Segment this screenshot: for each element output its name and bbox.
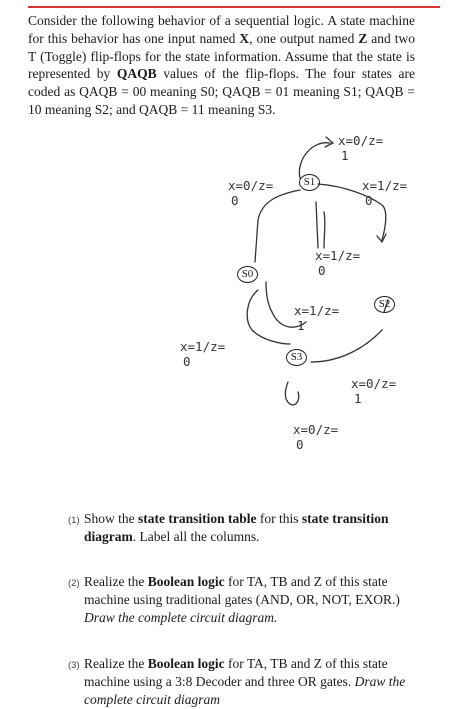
q1-bold-1: state transition table — [138, 511, 257, 526]
label-s3-bottom-line2: 0 — [296, 437, 304, 452]
label-s1-left-line1: x=0/z= — [228, 178, 274, 193]
q1-text-a: Show the — [84, 511, 138, 526]
q3-text-b: for TA, TB and Z of this state machine u… — [84, 656, 388, 689]
label-mid-line2: 0 — [318, 263, 326, 278]
label-s0-to-s2-line2: 1 — [297, 318, 305, 333]
s1-self-loop-arrow — [324, 136, 335, 148]
label-s1-self: x=0/z= 1 — [338, 133, 383, 163]
question-2-number: (2) — [68, 578, 80, 589]
q1-bold-2: state transition diagram — [84, 511, 389, 544]
state-vars: QAQB — [116, 66, 157, 82]
label-s0-left-line2: 0 — [183, 354, 191, 369]
label-s0-left: x=1/z= 0 — [180, 339, 225, 369]
s0-left-loop — [246, 289, 291, 345]
intro-text-1: Consider the following behavior of a seq… — [28, 13, 415, 46]
q2-text-b: for TA, TB and Z of this state machine u… — [84, 574, 400, 607]
q3-text-a: Realize the — [84, 656, 148, 671]
label-s3-bottom-line1: x=0/z= — [293, 422, 339, 437]
label-s1-self-line2: 1 — [341, 148, 349, 163]
problem-statement: Consider the following behavior of a seq… — [28, 12, 415, 119]
s3-bottom-hook — [284, 381, 300, 406]
state-s2: S2 — [374, 296, 395, 313]
question-2: (2) Realize the Boolean logic for TA, TB… — [68, 573, 425, 627]
s1-self-loop — [298, 142, 331, 179]
question-1: (1) Show the state transition table for … — [68, 510, 425, 546]
state-s1: S1 — [299, 174, 320, 191]
s1-right-arrow — [376, 233, 387, 244]
label-s1-self-line1: x=0/z= — [338, 133, 384, 148]
q1-text-b: for this — [256, 511, 302, 526]
intro-text-2: , one output named — [249, 30, 359, 46]
label-s0-to-s2-line1: x=1/z= — [294, 303, 340, 318]
question-1-number: (1) — [68, 515, 80, 526]
output-name: Z — [358, 30, 368, 46]
s3-to-s2-line — [310, 329, 383, 363]
q2-text-a: Realize the — [84, 574, 148, 589]
input-name: X — [239, 30, 250, 46]
label-s1-right-line1: x=1/z= — [362, 178, 408, 193]
q2-bold: Boolean logic — [147, 574, 225, 589]
label-s0-left-line1: x=1/z= — [180, 339, 226, 354]
q1-text-c: . Label all the columns. — [132, 529, 260, 544]
q3-bold: Boolean logic — [147, 656, 225, 671]
label-s1-left-line2: 0 — [231, 193, 239, 208]
label-s1-right-line2: 0 — [365, 193, 373, 208]
label-s1-right: x=1/z= 0 — [362, 178, 407, 208]
intro-text-3: and two T (Toggle) flip-flops for the st… — [28, 30, 415, 82]
s1-right-arc — [317, 183, 387, 241]
q2-italic: Draw the complete circuit diagram. — [84, 610, 278, 625]
question-3: (3) Realize the Boolean logic for TA, TB… — [68, 655, 425, 709]
label-s0-to-s2: x=1/z= 1 — [294, 303, 339, 333]
s1-to-s0-arc — [254, 189, 301, 263]
state-s0: S0 — [237, 266, 258, 283]
label-s1-left: x=0/z= 0 — [228, 178, 273, 208]
s0-to-s2-line — [265, 281, 307, 328]
mid-arrow — [323, 211, 326, 249]
intro-text-4: values of the flip-flops. The four state… — [28, 66, 415, 117]
question-3-number: (3) — [68, 660, 80, 671]
state-s3: S3 — [286, 349, 307, 366]
label-s2-right-line1: x=0/z= — [351, 376, 397, 391]
label-mid: x=1/z= 0 — [315, 248, 360, 278]
top-rule — [28, 6, 440, 8]
label-s2-right: x=0/z= 1 — [351, 376, 396, 406]
label-mid-line1: x=1/z= — [315, 248, 361, 263]
label-s3-bottom: x=0/z= 0 — [293, 422, 338, 452]
mid-vertical — [315, 201, 319, 249]
label-s2-right-line2: 1 — [354, 391, 362, 406]
